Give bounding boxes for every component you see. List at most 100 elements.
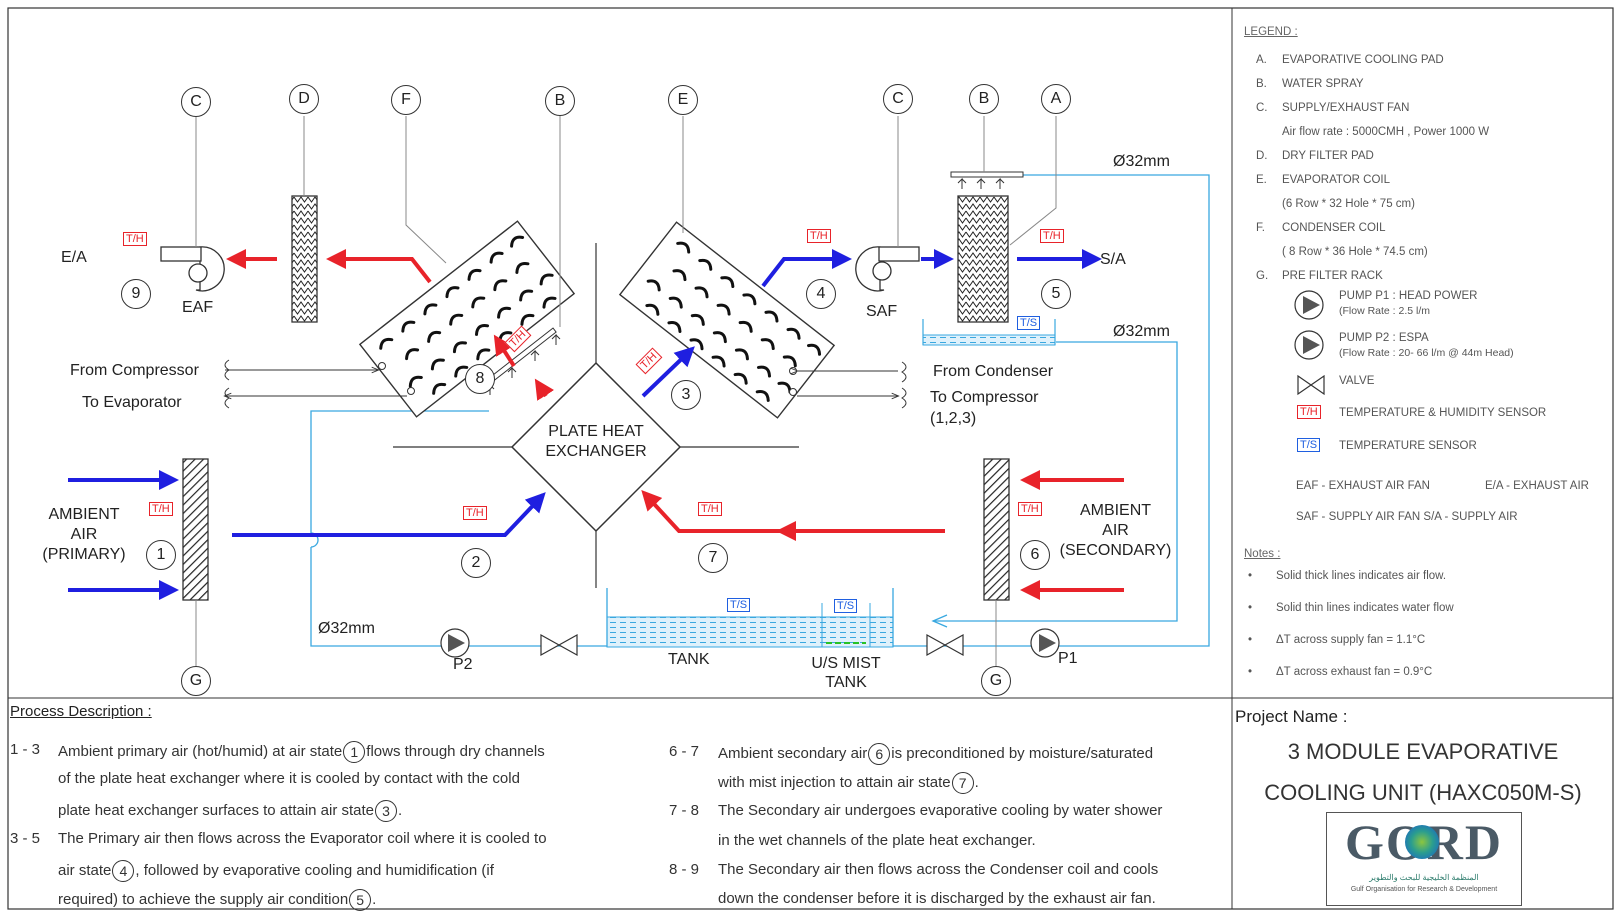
process-1-3-line3: plate heat exchanger surfaces to attain … bbox=[58, 800, 402, 822]
process-step-6-7: 6 - 7 bbox=[669, 743, 700, 760]
note-text: ΔT across exhaust fan = 0.9°C bbox=[1276, 666, 1433, 678]
pipe-size-top-label: Ø32mm bbox=[1113, 153, 1170, 170]
state-4: 4 bbox=[806, 279, 836, 309]
outer-frame bbox=[7, 7, 1614, 910]
note-item: •Solid thick lines indicates air flow. bbox=[1244, 560, 1616, 592]
state-3: 3 bbox=[671, 380, 701, 410]
ts-sensor-mist-tank: T/S bbox=[834, 599, 858, 613]
to-evaporator-label: To Evaporator bbox=[82, 394, 182, 411]
legend-ts-tag: T/S bbox=[1297, 438, 1321, 452]
process-8-9-line2: down the condenser before it is discharg… bbox=[718, 890, 1156, 907]
state-ref-7: 7 bbox=[951, 772, 974, 794]
legend-symbols: PUMP P1 : HEAD POWER (Flow Rate : 2.5 l/… bbox=[1244, 288, 1616, 438]
to-compressor-sub-label: (1,2,3) bbox=[930, 410, 977, 427]
state-1: 1 bbox=[146, 540, 176, 570]
gord-logo: GORD المنظمة الخليجية للبحث والتطوير Gul… bbox=[1326, 812, 1522, 906]
process-1-3-line2: of the plate heat exchanger where it is … bbox=[58, 770, 520, 787]
component-e-label: E bbox=[668, 85, 698, 115]
legend-abbr-eaf: EAF - EXHAUST AIR FAN bbox=[1296, 480, 1430, 492]
project-title-line1: 3 MODULE EVAPORATIVE bbox=[1287, 739, 1559, 764]
saf-label: SAF bbox=[866, 303, 898, 320]
bullet-icon: • bbox=[1248, 666, 1253, 678]
legend-ts-text: TEMPERATURE SENSOR bbox=[1339, 440, 1477, 452]
note-text: Solid thick lines indicates air flow. bbox=[1276, 570, 1447, 582]
legend-item-code: C. bbox=[1256, 102, 1268, 114]
component-c-exhaust-label: C bbox=[181, 87, 211, 117]
process-step-8-9: 8 - 9 bbox=[669, 861, 700, 878]
legend-ts-row: T/S TEMPERATURE SENSOR bbox=[1244, 438, 1616, 464]
pump-p1-label: P1 bbox=[1058, 650, 1078, 667]
note-text: ΔT across supply fan = 1.1°C bbox=[1276, 634, 1426, 646]
process-title: Process Description : bbox=[10, 703, 152, 720]
legend-item-text: Air flow rate : 5000CMH , Power 1000 W bbox=[1282, 126, 1490, 138]
legend-pump-p2-sub: (Flow Rate : 20- 66 l/m @ 44m Head) bbox=[1339, 347, 1514, 359]
legend-abbr-saf: SAF - SUPPLY AIR FAN S/A - SUPPLY AIR bbox=[1296, 511, 1518, 523]
legend-item-text: CONDENSER COIL bbox=[1282, 222, 1386, 234]
process-3-5-line1: The Primary air then flows across the Ev… bbox=[58, 830, 547, 847]
pump-p1-icon bbox=[1030, 628, 1060, 658]
legend-item-text: EVAPORATOR COIL bbox=[1282, 174, 1390, 186]
legend-item-code: F. bbox=[1256, 222, 1265, 234]
legend-item-text: PRE FILTER RACK bbox=[1282, 270, 1383, 282]
dry-filter-pad bbox=[291, 195, 318, 323]
legend-item: ( 8 Row * 36 Hole * 74.5 cm) bbox=[1244, 240, 1616, 264]
th-sensor-primary: T/H bbox=[149, 502, 173, 516]
note-text: Solid thin lines indicates water flow bbox=[1276, 602, 1454, 614]
hot-air-arrows bbox=[226, 249, 1124, 600]
note-item: • ΔT across exhaust fan = 0.9°C bbox=[1244, 656, 1616, 688]
legend-pump-p1-icon bbox=[1294, 290, 1324, 320]
legend-th-tag: T/H bbox=[1297, 405, 1321, 419]
exhaust-air-fan-icon bbox=[160, 246, 225, 292]
th-sensor-supply: T/H bbox=[1040, 229, 1064, 243]
exhaust-air-label: E/A bbox=[61, 249, 87, 266]
process-7-8-line1: The Secondary air undergoes evaporative … bbox=[718, 802, 1163, 819]
legend-abbr-ea: E/A - EXHAUST AIR bbox=[1485, 480, 1589, 492]
component-f-label: F bbox=[391, 85, 421, 115]
state-7: 7 bbox=[698, 543, 728, 573]
tank-label: TANK bbox=[668, 651, 710, 668]
legend-item-code: D. bbox=[1256, 150, 1268, 162]
evaporative-cooling-pad bbox=[957, 195, 1009, 323]
component-a-label: A bbox=[1041, 84, 1071, 114]
legend-item: G.PRE FILTER RACK bbox=[1244, 264, 1616, 288]
component-c-supply-label: C bbox=[883, 84, 913, 114]
valve-left-icon bbox=[540, 633, 578, 657]
pipe-size-mid-label: Ø32mm bbox=[1113, 323, 1170, 340]
project-label: Project Name : bbox=[1235, 707, 1348, 726]
legend-item-text: WATER SPRAY bbox=[1282, 78, 1364, 90]
tank bbox=[606, 588, 894, 648]
notes-list: •Solid thick lines indicates air flow.•S… bbox=[1244, 560, 1616, 688]
notes-title: Notes : bbox=[1244, 548, 1281, 560]
process-step-7-8: 7 - 8 bbox=[669, 802, 700, 819]
legend-item-text: DRY FILTER PAD bbox=[1282, 150, 1374, 162]
legend-item: C.SUPPLY/EXHAUST FAN bbox=[1244, 96, 1616, 120]
component-g-primary-label: G bbox=[181, 666, 211, 696]
legend-pump-p1-title: PUMP P1 : HEAD POWER bbox=[1339, 290, 1478, 302]
component-b-exchanger-label: B bbox=[545, 86, 575, 116]
legend-title: LEGEND : bbox=[1244, 26, 1298, 38]
state-ref-6: 6 bbox=[868, 743, 891, 765]
leader-lines bbox=[195, 116, 1057, 666]
pipe-size-bottom-label: Ø32mm bbox=[318, 620, 375, 637]
legend-abbreviations: EAF - EXHAUST AIR FAN E/A - EXHAUST AIR … bbox=[1244, 464, 1616, 542]
evaporator-coil bbox=[618, 221, 836, 419]
refrigerant-lines bbox=[225, 359, 907, 409]
legend-item: E.EVAPORATOR COIL bbox=[1244, 168, 1616, 192]
th-sensor-state2: T/H bbox=[463, 506, 487, 520]
pre-filter-rack-secondary bbox=[983, 458, 1010, 601]
from-condenser-label: From Condenser bbox=[933, 363, 1054, 380]
cold-air-arrows bbox=[68, 249, 1102, 600]
legend-item: B.WATER SPRAY bbox=[1244, 72, 1616, 96]
legend-item: (6 Row * 32 Hole * 75 cm) bbox=[1244, 192, 1616, 216]
bullet-icon: • bbox=[1248, 602, 1253, 614]
component-g-secondary-label: G bbox=[981, 666, 1011, 696]
process-8-9-line1: The Secondary air then flows across the … bbox=[718, 861, 1159, 878]
component-d-label: D bbox=[289, 84, 319, 114]
legend-item-text: ( 8 Row * 36 Hole * 74.5 cm) bbox=[1282, 246, 1428, 258]
